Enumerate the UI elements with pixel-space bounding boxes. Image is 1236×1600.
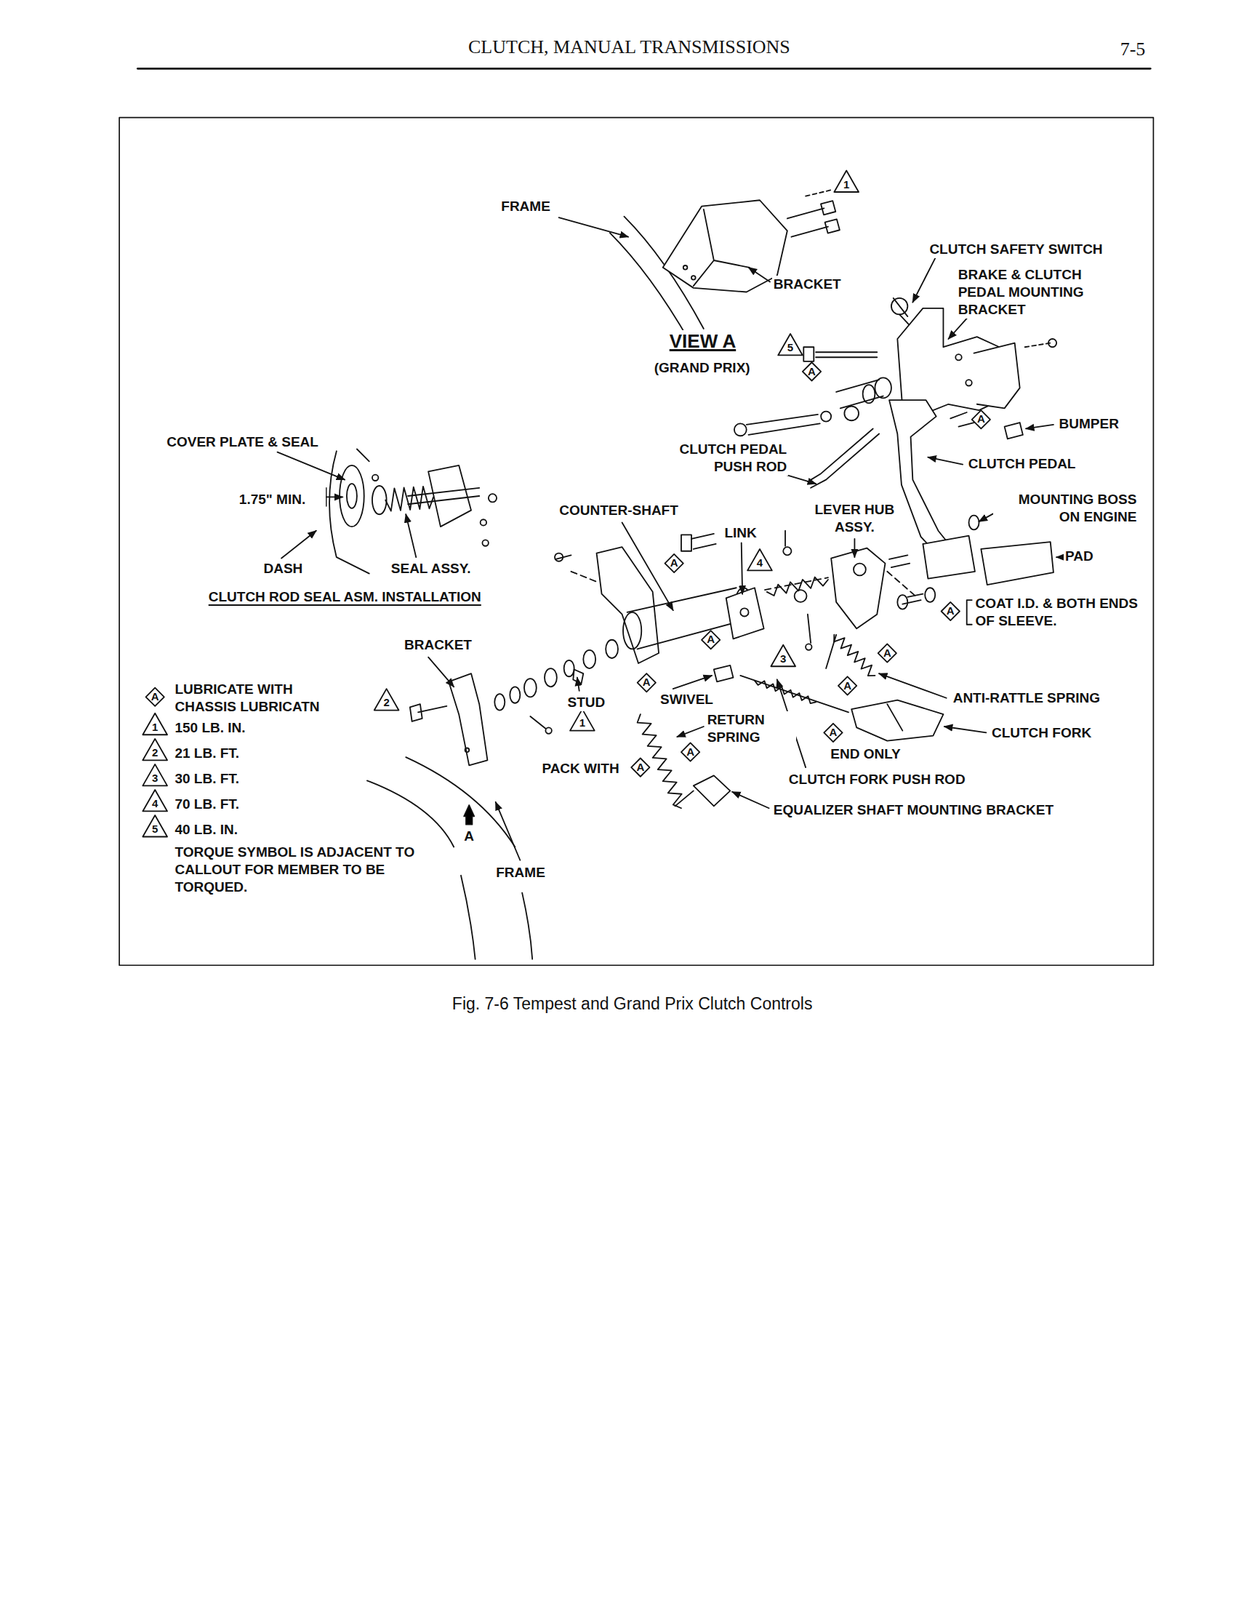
part-label: LEVER HUB ASSY. (801, 500, 907, 536)
lube-symbol (681, 742, 700, 761)
part-label: CLUTCH PEDAL PUSH ROD (654, 440, 789, 476)
part-label: CLUTCH FORK PUSH ROD (787, 770, 967, 789)
part-label: SWIVEL (658, 690, 715, 709)
lube-symbol (146, 687, 165, 706)
part-label: 1.75" MIN. (237, 490, 307, 509)
callout-symbol: A (829, 726, 838, 738)
part-label: TORQUE SYMBOL IS ADJACENT TO CALLOUT FOR… (173, 843, 438, 896)
torque-symbol (142, 713, 168, 735)
part-label: COVER PLATE & SEAL (165, 433, 320, 451)
lube-symbol (972, 410, 991, 429)
spring (754, 680, 816, 704)
callout-symbol: A (883, 647, 892, 659)
callout-symbol: 1 (151, 721, 158, 733)
callout-symbol: A (151, 690, 160, 703)
callout-symbol: 2 (151, 746, 158, 759)
callout-symbol: 1 (579, 716, 586, 729)
part-label: ANTI-RATTLE SPRING (951, 689, 1102, 707)
lube-symbol (941, 602, 960, 621)
lube-symbol (838, 676, 857, 695)
callout-symbol: A (463, 828, 475, 845)
part-label: FRAME (499, 197, 552, 216)
callout-symbol: A (977, 412, 986, 425)
part-label: DASH (261, 559, 304, 578)
part-label: RETURN SPRING (705, 711, 797, 746)
callout-symbol: A (946, 604, 955, 617)
callout-symbol: 1 (843, 178, 850, 191)
part-label: STUD (565, 693, 607, 712)
lube-symbol (802, 362, 821, 381)
legend-text: 30 LB. FT. (173, 769, 241, 788)
torque-symbol (833, 170, 859, 192)
legend-text: 70 LB. FT. (173, 795, 241, 813)
callout-symbol: A (636, 761, 645, 773)
part-label: BUMPER (1057, 415, 1121, 433)
lube-symbol (665, 554, 684, 573)
part-label: CLUTCH FORK (990, 724, 1093, 742)
lube-symbol (878, 643, 897, 662)
legend-text: 150 LB. IN. (173, 719, 247, 737)
torque-symbol (770, 644, 796, 666)
part-label: VIEW A (668, 330, 738, 352)
part-label: PACK WITH (540, 759, 621, 778)
torque-symbol (747, 548, 773, 571)
torque-symbol (374, 688, 400, 710)
part-label: LINK (722, 524, 758, 542)
part-label: (GRAND PRIX) (652, 359, 752, 377)
callout-symbol: 4 (151, 797, 158, 810)
torque-symbol (142, 738, 168, 760)
legend-text: 40 LB. IN. (173, 820, 240, 839)
part-label: CLUTCH ROD SEAL ASM. INSTALLATION (207, 588, 483, 606)
torque-symbol (570, 708, 595, 730)
part-label: END ONLY (828, 745, 902, 763)
torque-symbol (142, 764, 168, 786)
part-label: BRACKET (402, 636, 474, 654)
callout-symbol: 2 (383, 696, 389, 709)
part-label: FRAME (494, 863, 547, 882)
part-label: COUNTER-SHAFT (557, 501, 680, 520)
part-label: BRAKE & CLUTCH PEDAL MOUNTING BRACKET (956, 266, 1117, 319)
spring (833, 634, 875, 676)
part-label: CLUTCH PEDAL (966, 455, 1078, 473)
callout-symbol: A (642, 676, 651, 688)
callout-symbol: A (670, 556, 679, 569)
torque-symbol (777, 333, 803, 355)
figure-caption: Fig. 7-6 Tempest and Grand Prix Clutch C… (450, 993, 815, 1014)
callout-symbol: A (686, 745, 695, 758)
callout-symbol: 4 (756, 556, 763, 569)
callout-symbol: A (706, 633, 715, 645)
callout-symbol: A (807, 365, 816, 378)
part-label: BRACKET (772, 275, 843, 294)
torque-symbol (142, 789, 168, 811)
callout-symbol: A (843, 679, 852, 692)
part-label: CLUTCH SAFETY SWITCH (927, 240, 1104, 259)
part-label: EQUALIZER SHAFT MOUNTING BRACKET (772, 801, 1055, 819)
part-label: PAD (1063, 547, 1095, 565)
part-label: MOUNTING BOSS ON ENGINE (993, 490, 1138, 526)
callout-symbol: 3 (151, 772, 158, 784)
spring (767, 577, 829, 597)
page-number: 7-5 (1118, 38, 1148, 61)
legend-text: LUBRICATE WITH CHASSIS LUBRICATN (173, 680, 351, 716)
lube-symbol (823, 723, 842, 742)
spring (385, 486, 434, 512)
callout-symbol: 5 (787, 341, 794, 354)
page-header: CLUTCH, MANUAL TRANSMISSIONS (466, 36, 792, 59)
legend-text: 21 LB. FT. (173, 744, 241, 762)
lube-symbol (637, 673, 656, 692)
callout-symbol: 5 (151, 823, 158, 835)
callout-symbol: 3 (780, 652, 786, 665)
lube-symbol (631, 757, 650, 776)
lube-symbol (701, 630, 720, 649)
part-label: COAT I.D. & BOTH ENDS OF SLEEVE. (974, 594, 1145, 630)
part-label: SEAL ASSY. (389, 559, 473, 578)
torque-symbol (142, 815, 168, 837)
